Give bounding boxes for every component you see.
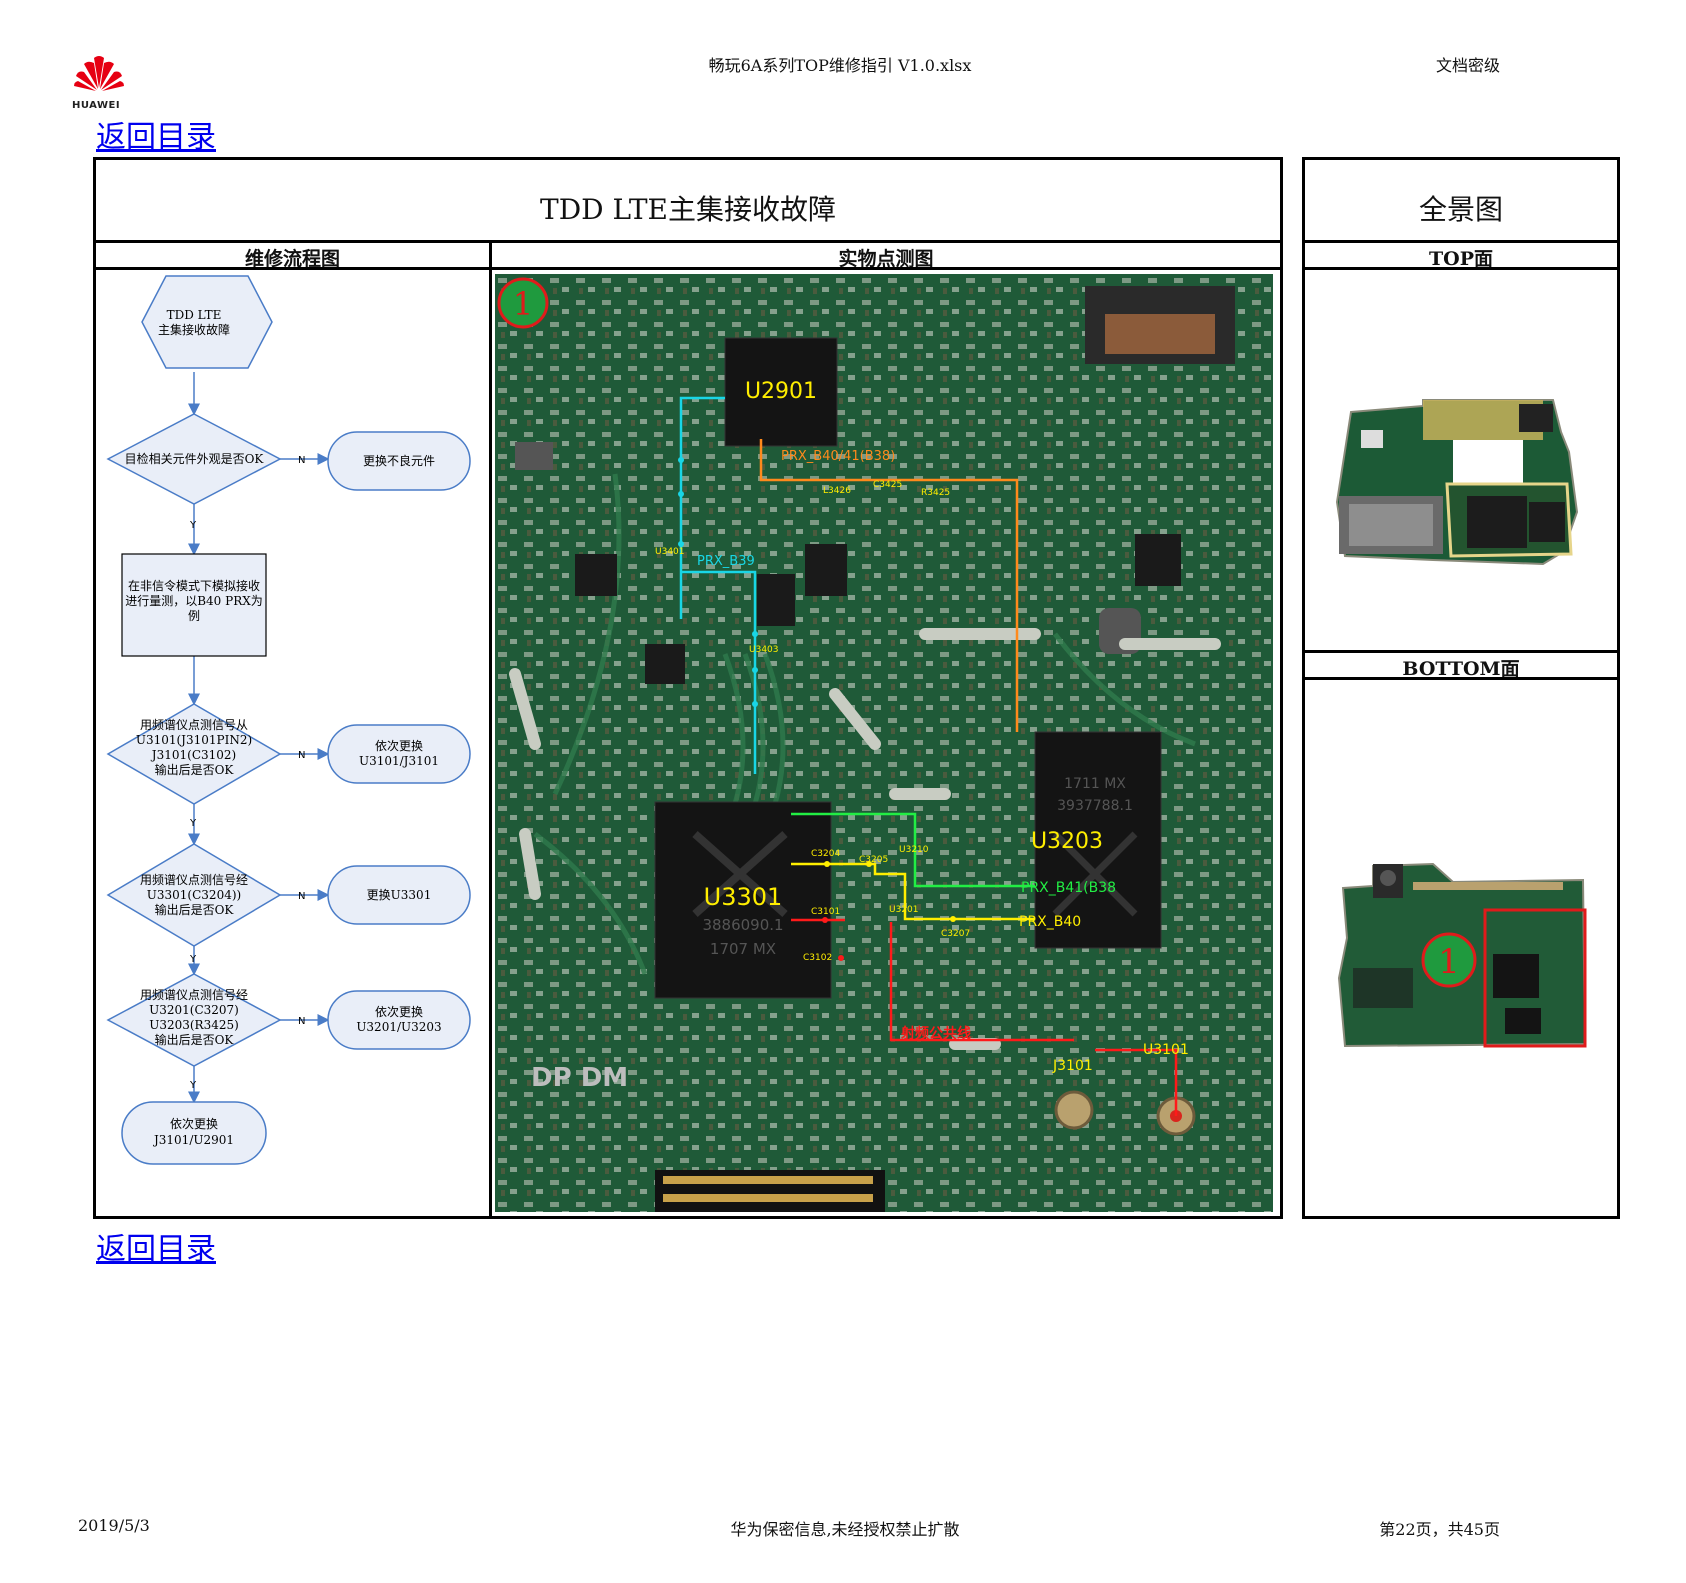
flow-no-label: N — [298, 455, 305, 466]
flow-action-4-line1: 依次更换 — [375, 1004, 423, 1019]
bottom-step-marker: 1 — [1421, 932, 1477, 988]
flow-process-setup: 在非信令模式下模拟接收 进行量测，以B40 PRX为 例 — [121, 553, 267, 657]
flow-action-replace-u3101: 依次更换 U3101/J3101 — [327, 724, 471, 784]
flow-decision-1-text: 目检相关元件外观是否OK — [125, 451, 265, 466]
flow-decision-4-line2: U3201(C3207) — [149, 1003, 239, 1017]
part-u3210: U3210 — [899, 845, 929, 855]
flow-yes-label: Y — [189, 520, 197, 531]
footer-confidentiality-notice: 华为保密信息,未经授权禁止扩散 — [730, 1520, 960, 1539]
flow-start-line2: 主集接收故障 — [158, 322, 230, 337]
flow-process-line1: 在非信令模式下模拟接收 — [128, 578, 260, 593]
net-prx-b40-41: PRX_B40/41(B38) — [781, 449, 895, 464]
flow-yes-label: Y — [189, 1080, 197, 1091]
repair-flowchart: TDD LTE 主集接收故障 目检相关元件外观是否OK N 更换不良元件 Y 在… — [106, 275, 471, 1165]
flow-decision-u3101: 用频谱仪点测信号从 U3101(J3101PIN2) J3101(C3102) … — [106, 703, 282, 805]
part-j3101: J3101 — [1052, 1058, 1093, 1074]
bottom-side-board-image: 1 — [1337, 862, 1587, 1048]
flow-decision-2-line4: 输出后是否OK — [155, 762, 235, 777]
silkscreen-dp-dm: DP DM — [531, 1063, 628, 1093]
flow-start-node: TDD LTE 主集接收故障 — [141, 275, 273, 369]
step-marker-number: 1 — [513, 285, 533, 323]
flow-action-2-line1: 依次更换 — [375, 738, 423, 753]
part-u3403: U3403 — [749, 645, 779, 655]
part-u3201: U3201 — [889, 905, 919, 915]
chip-u3203: U3203 3937788.1 1711 MX — [1031, 731, 1162, 949]
overview-title: 全景图 — [1418, 193, 1503, 226]
flow-no-label: N — [298, 1016, 305, 1027]
net-prx-b41: PRX_B41(B38 — [1021, 880, 1116, 896]
bottom-step-marker-number: 1 — [1438, 942, 1460, 982]
rf-common-line-label: 射频公共线 — [900, 1025, 971, 1042]
flow-decision-2-line1: 用频谱仪点测信号从 — [140, 718, 248, 732]
chip-u3203-label: U3203 — [1031, 829, 1103, 854]
flow-decision-4-line4: 输出后是否OK — [155, 1032, 235, 1047]
footer-date: 2019/5/3 — [78, 1516, 150, 1535]
chip-u3301-marking-1: 3886090.1 — [702, 916, 783, 934]
part-c3205: C3205 — [859, 855, 888, 865]
chip-u3301: U3301 3886090.1 1707 MX — [654, 801, 832, 999]
huawei-logo: HUAWEI — [72, 52, 126, 111]
step-marker: 1 — [497, 277, 549, 329]
flow-no-label: N — [298, 750, 305, 761]
part-l3426: L3426 — [823, 486, 851, 496]
flowchart-header: 维修流程图 — [244, 248, 340, 270]
chip-u3301-marking-2: 1707 MX — [710, 940, 776, 958]
net-prx-b39: PRX_B39 — [697, 554, 755, 569]
footer-page-number: 第22页，共45页 — [1379, 1520, 1500, 1539]
chip-u3301-label: U3301 — [704, 883, 783, 911]
flow-action-replace-part: 更换不良元件 — [327, 431, 471, 491]
main-panel: TDD LTE主集接收故障 维修流程图 实物点测图 TDD LTE 主集接收 — [93, 157, 1283, 1219]
flow-action-3-text: 更换U3301 — [367, 888, 432, 902]
flow-process-line3: 例 — [188, 609, 200, 623]
flow-action-replace-u3301: 更换U3301 — [327, 865, 471, 925]
top-side-header: TOP面 — [1429, 248, 1493, 270]
chip-u2901: U2901 — [724, 337, 838, 447]
part-c3207: C3207 — [941, 929, 970, 939]
flow-decision-2-line2: U3101(J3101PIN2) — [136, 733, 252, 747]
flow-decision-3-line2: U3301(C3204)) — [147, 888, 241, 902]
flow-yes-label: Y — [189, 954, 197, 965]
logo-wordmark: HUAWEI — [72, 100, 121, 111]
flow-action-1-text: 更换不良元件 — [363, 453, 435, 468]
photo-header: 实物点测图 — [838, 248, 934, 270]
chip-u2901-label: U2901 — [745, 379, 817, 404]
flow-end-line2: J3101/U2901 — [152, 1133, 234, 1147]
part-u3101: U3101 — [1143, 1042, 1189, 1058]
pcb-measurement-photo: U2901 U3301 3886090.1 1707 MX U3203 3937… — [495, 274, 1273, 1212]
classification-label: 文档密级 — [1435, 56, 1500, 75]
net-prx-b40: PRX_B40 — [1019, 914, 1081, 930]
flow-start-line1: TDD LTE — [167, 308, 222, 322]
flow-decision-2-line3: J3101(C3102) — [150, 748, 236, 762]
bottom-side-header: BOTTOM面 — [1402, 658, 1520, 680]
chip-u3203-marking-2: 1711 MX — [1064, 776, 1126, 792]
flow-decision-4-line1: 用频谱仪点测信号经 — [140, 988, 248, 1002]
flow-decision-u3201: 用频谱仪点测信号经 U3201(C3207) U3203(R3425) 输出后是… — [106, 973, 282, 1067]
flow-end-node: 依次更换 J3101/U2901 — [121, 1101, 267, 1165]
flow-decision-u3301: 用频谱仪点测信号经 U3301(C3204)) 输出后是否OK — [106, 843, 282, 947]
flow-action-4-line2: U3201/U3203 — [356, 1020, 441, 1034]
flow-end-line1: 依次更换 — [170, 1116, 218, 1131]
part-r3425: R3425 — [921, 488, 950, 498]
flow-decision-3-line1: 用频谱仪点测信号经 — [140, 873, 248, 887]
flow-decision-4-line3: U3203(R3425) — [149, 1018, 239, 1032]
part-c3102: C3102 — [803, 953, 832, 963]
back-to-toc-link-bottom[interactable]: 返回目录 — [96, 1232, 216, 1267]
document-title: 畅玩6A系列TOP维修指引 V1.0.xlsx — [708, 56, 972, 75]
flow-decision-3-line3: 输出后是否OK — [155, 902, 235, 917]
back-to-toc-link[interactable]: 返回目录 — [96, 120, 216, 155]
part-c3425: C3425 — [873, 480, 902, 490]
overview-panel: 全景图 TOP面 BOTTOM面 1 — [1302, 157, 1620, 1219]
flow-no-label: N — [298, 891, 305, 902]
flow-decision-visual-check: 目检相关元件外观是否OK — [106, 413, 282, 505]
top-side-board-image — [1335, 399, 1579, 566]
flow-action-2-line2: U3101/J3101 — [359, 754, 439, 768]
flow-yes-label: Y — [189, 818, 197, 829]
part-u3401: U3401 — [655, 547, 685, 557]
flow-action-replace-u3201: 依次更换 U3201/U3203 — [327, 990, 471, 1050]
flow-process-line2: 进行量测，以B40 PRX为 — [125, 594, 263, 608]
chip-u3203-marking-1: 3937788.1 — [1057, 798, 1133, 814]
panel-title: TDD LTE主集接收故障 — [540, 193, 836, 226]
part-c3101: C3101 — [811, 907, 840, 917]
part-c3204: C3204 — [811, 849, 840, 859]
